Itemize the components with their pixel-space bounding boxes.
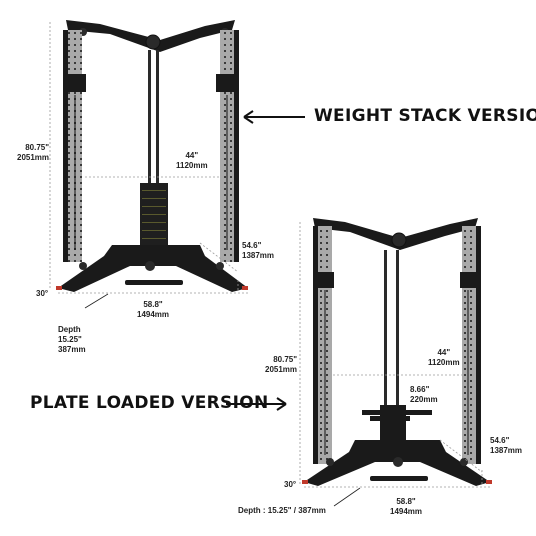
weight-stack-machine [56, 20, 248, 292]
ws-side-depth-dimension: 54.6" 1387mm [242, 241, 274, 261]
pl-height-mm: 2051mm [265, 365, 298, 374]
weight-stack-version-label: WEIGHT STACK VERSION [314, 106, 536, 126]
ws-depth-dimension: Depth 15.25" 387mm [58, 325, 86, 355]
ws-base-width-in: 58.8" [143, 300, 163, 309]
ws-base-width-dimension: 58.8" 1494mm [137, 300, 169, 320]
pl-angle: 30° [284, 480, 297, 489]
plate-loaded-dimension-lines [299, 222, 492, 488]
pl-post-in: 8.66" [410, 385, 430, 394]
depth-pointer-bottom [333, 487, 361, 507]
pl-inner-width-mm: 1120mm [428, 358, 460, 367]
plate-loaded-arrow [226, 397, 287, 411]
ws-inner-width-mm: 1120mm [176, 161, 208, 170]
pl-base-width-mm: 1494mm [390, 507, 423, 516]
pl-height-dimension: 80.75" 2051mm [265, 355, 297, 375]
ws-depth-mm: 387mm [58, 345, 86, 354]
ws-base-width-mm: 1494mm [137, 310, 170, 319]
plate-loaded-version-label: PLATE LOADED VERSION [30, 393, 269, 413]
ws-angle: 30° [36, 289, 49, 298]
weight-stack-arrow [243, 110, 305, 124]
pl-side-depth-mm: 1387mm [490, 446, 523, 455]
ws-inner-width-dimension: 44" 1120mm [176, 151, 208, 171]
pl-side-depth-in: 54.6" [490, 436, 510, 445]
weight-stack-dimension-lines [49, 22, 248, 294]
depth-pointer-top [84, 293, 109, 309]
ws-side-depth-mm: 1387mm [242, 251, 275, 260]
pl-inner-width-dimension: 44" 1120mm [428, 348, 460, 368]
pl-base-width-in: 58.8" [396, 497, 416, 506]
plate-loaded-machine [302, 218, 492, 486]
ws-inner-width-in: 44" [185, 151, 199, 160]
ws-depth-label: Depth [58, 325, 81, 334]
ws-side-depth-in: 54.6" [242, 241, 262, 250]
pl-base-width-dimension: 58.8" 1494mm [390, 497, 422, 517]
ws-depth-in: 15.25" [58, 335, 82, 344]
pl-post-dimension: 8.66" 220mm [410, 385, 438, 405]
pl-post-mm: 220mm [410, 395, 438, 404]
ws-height-in: 80.75" [25, 143, 50, 152]
pl-depth-dimension: Depth : 15.25" / 387mm [238, 506, 326, 515]
pl-inner-width-in: 44" [437, 348, 451, 357]
ws-height-mm: 2051mm [17, 153, 50, 162]
ws-height-dimension: 80.75" 2051mm [17, 143, 49, 163]
pl-height-in: 80.75" [273, 355, 298, 364]
pl-side-depth-dimension: 54.6" 1387mm [490, 436, 522, 456]
